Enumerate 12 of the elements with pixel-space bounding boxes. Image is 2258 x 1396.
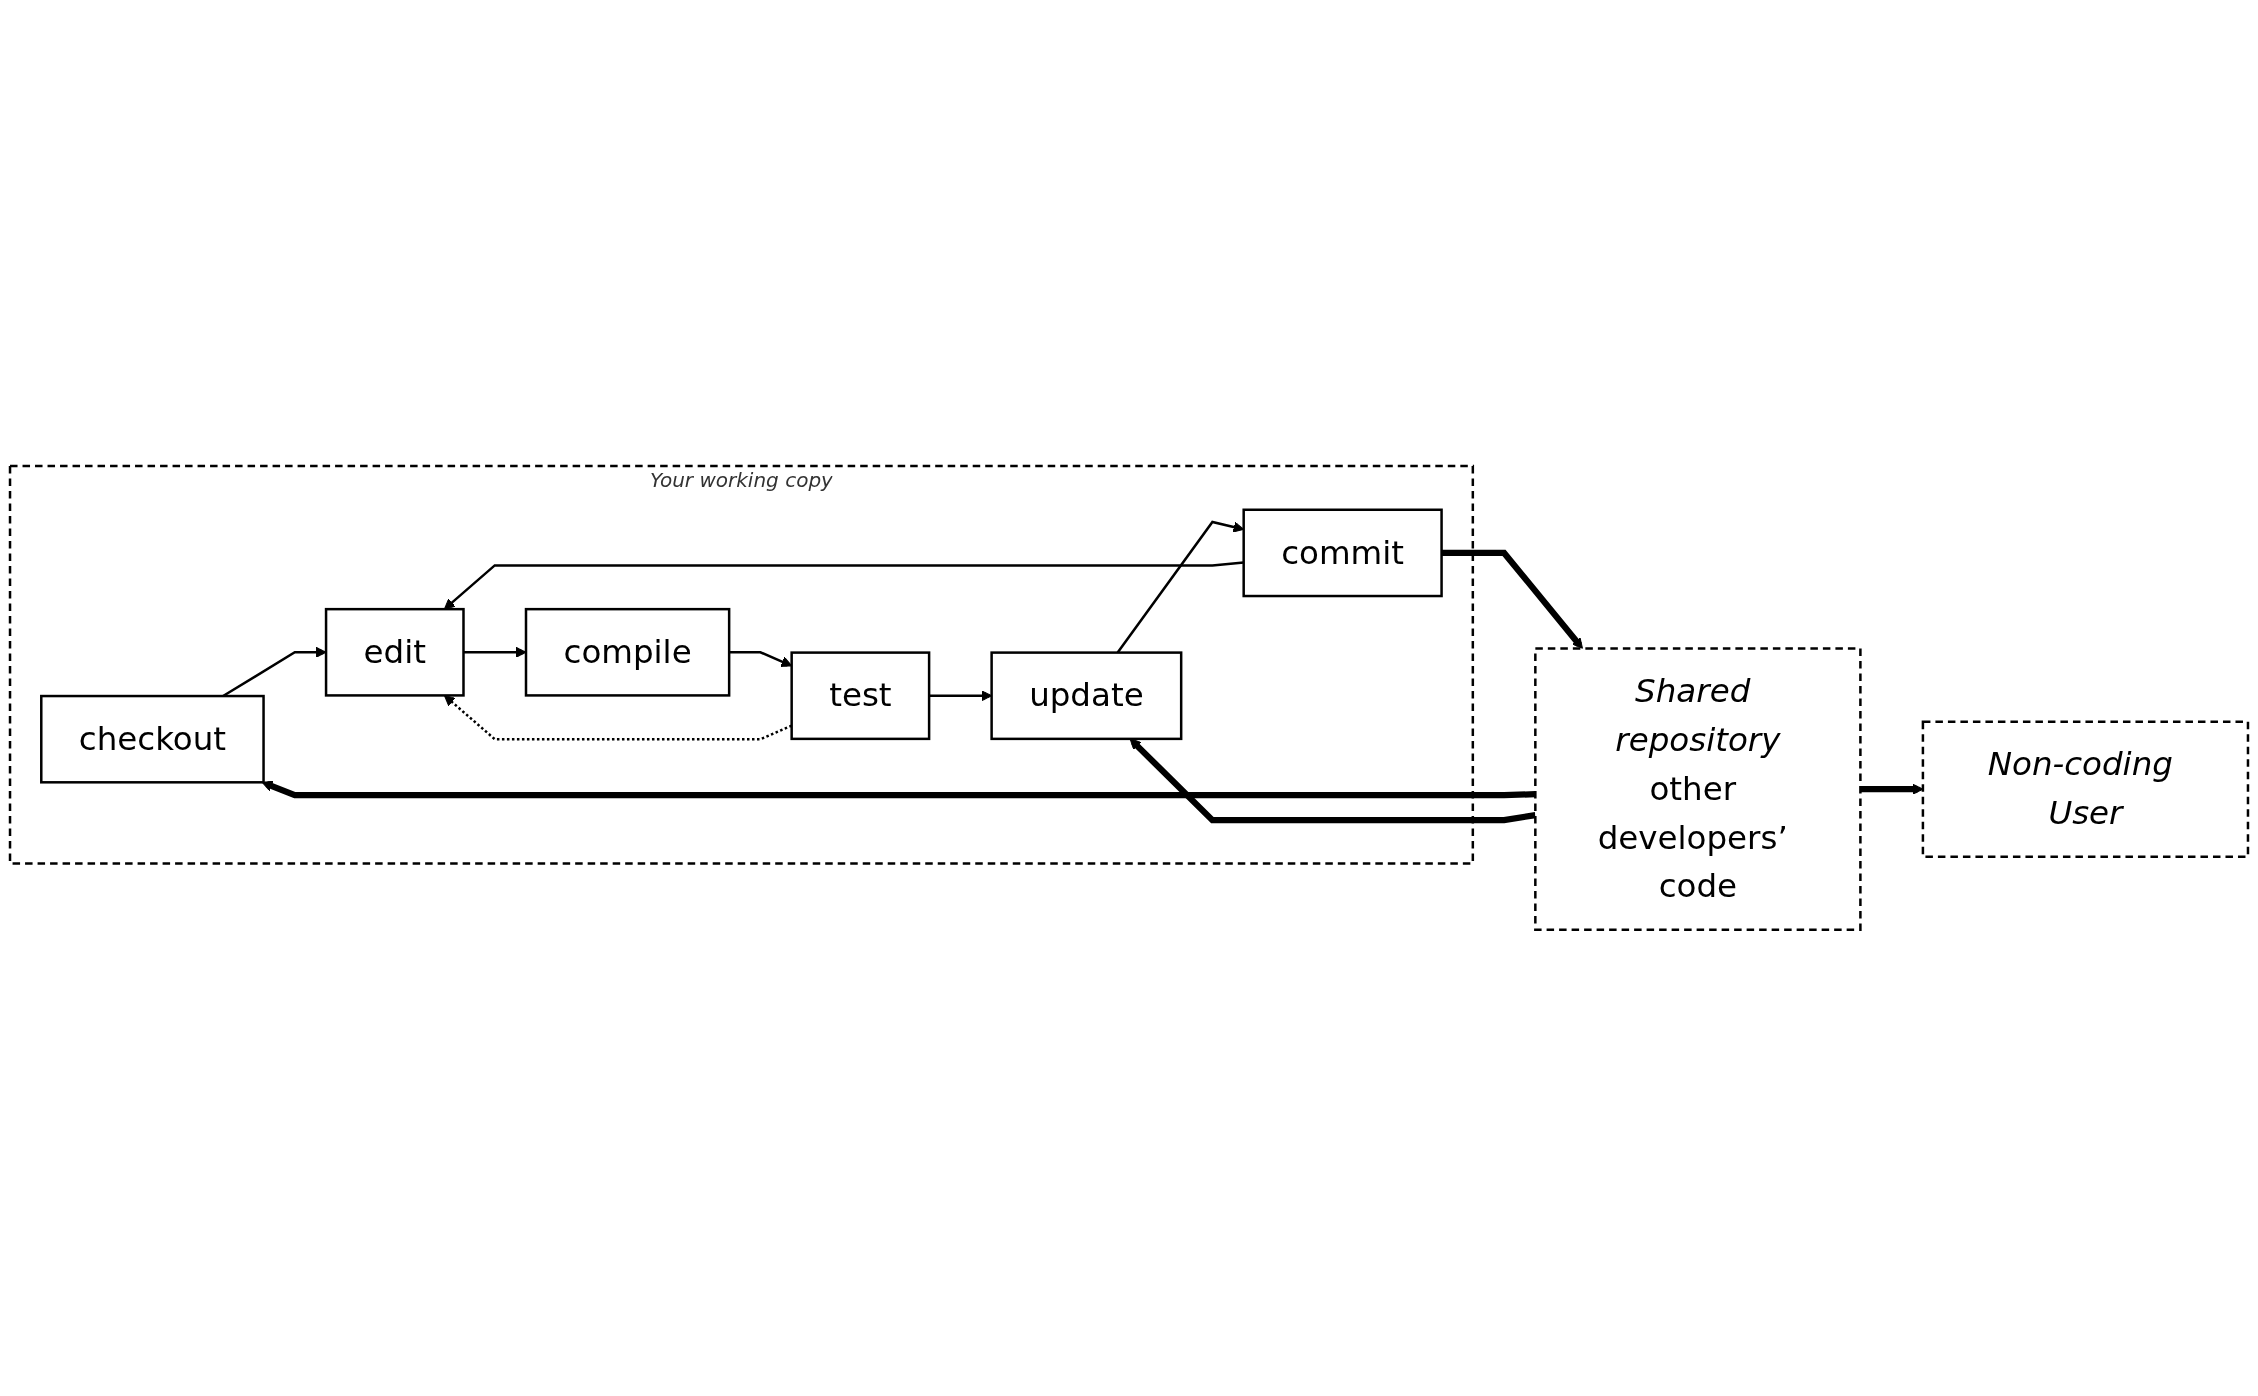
- node-box: compile: [524, 608, 731, 697]
- node-box: checkout: [40, 694, 265, 784]
- node-box: update: [990, 651, 1183, 741]
- node-box: test: [790, 651, 931, 741]
- arrow: [443, 561, 1244, 610]
- node-box: Shared repository other developers’ code: [1534, 647, 1862, 932]
- node-box: Non-coding User: [1921, 720, 2250, 859]
- arrow: [1129, 738, 1536, 824]
- node-box: commit: [1242, 508, 1443, 598]
- node-box: edit: [324, 608, 465, 697]
- arrow: [261, 780, 1536, 799]
- arrow: [463, 646, 527, 658]
